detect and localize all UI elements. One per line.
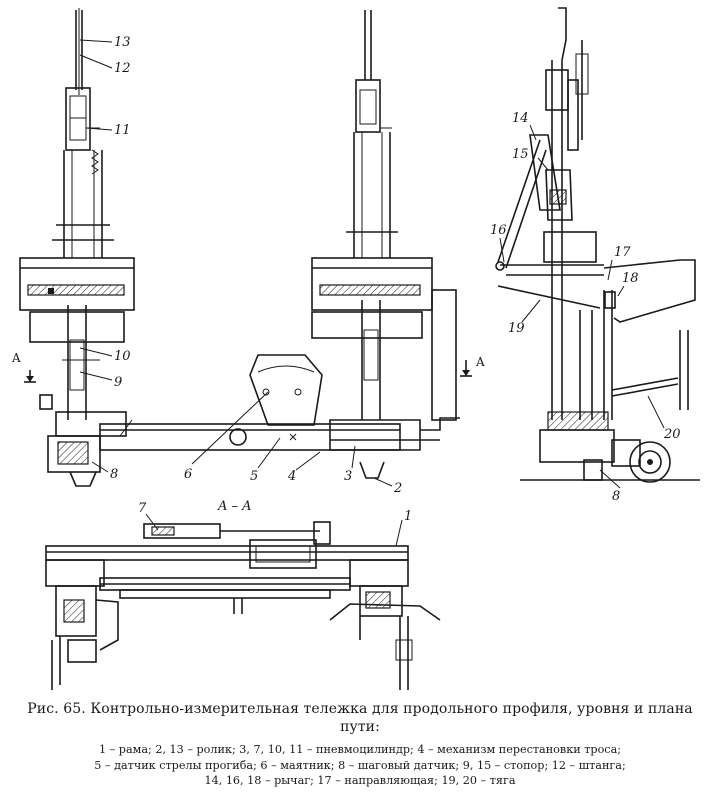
label-8-side: 8 [612,489,620,504]
pendulum-housing [249,354,323,426]
figure-caption: Рис. 65. Контрольно-измерительная тележк… [10,700,710,789]
caption-legend: 1 – рама; 2, 13 – ролик; 3, 7, 10, 11 – … [10,742,710,789]
label-4: 4 [287,469,296,484]
front-view-drawing: 13 12 11 10 9 8 6 5 4 3 2 A A [11,8,485,496]
label-8: 8 [110,467,118,482]
leader-lines [79,39,393,487]
section-label-right: A [475,355,485,369]
label-18: 18 [622,271,639,286]
left-wheel-block [19,257,135,420]
label-3: 3 [344,469,352,484]
label-17: 17 [614,245,631,260]
side-view-drawing: 14 15 16 17 18 19 20 8 [490,7,700,504]
label-7: 7 [138,501,147,516]
label-19: 19 [508,321,525,336]
right-wheel-block [311,257,457,421]
legend-line: 14, 16, 18 – рычаг; 17 – направляющая; 1… [204,774,516,787]
section-marks [24,360,472,383]
label-16: 16 [490,223,507,238]
legend-line: 1 – рама; 2, 13 – ролик; 3, 7, 10, 11 – … [98,743,622,756]
label-2: 2 [393,481,402,496]
label-9: 9 [114,375,122,390]
label-14: 14 [512,111,529,126]
label-10: 10 [114,349,131,364]
label-1: 1 [404,509,412,524]
section-title: A – A [217,499,252,514]
right-mast [346,10,398,258]
label-6: 6 [184,467,192,482]
label-12: 12 [114,61,131,76]
label-13: 13 [114,35,131,50]
legend-line: 5 – датчик стрелы прогиба; 6 – маятник; … [94,758,626,772]
label-5: 5 [250,469,258,484]
label-15: 15 [512,147,529,162]
frame-beam [47,411,460,487]
section-a-a-drawing: A – A 1 7 [45,499,441,690]
left-mast [52,8,114,258]
label-11: 11 [114,123,131,138]
section-label-left: A [11,351,21,365]
caption-title: Рис. 65. Контрольно-измерительная тележк… [27,701,693,735]
label-20: 20 [663,427,681,442]
technical-drawing: 13 12 11 10 9 8 6 5 4 3 2 A A [11,7,700,690]
